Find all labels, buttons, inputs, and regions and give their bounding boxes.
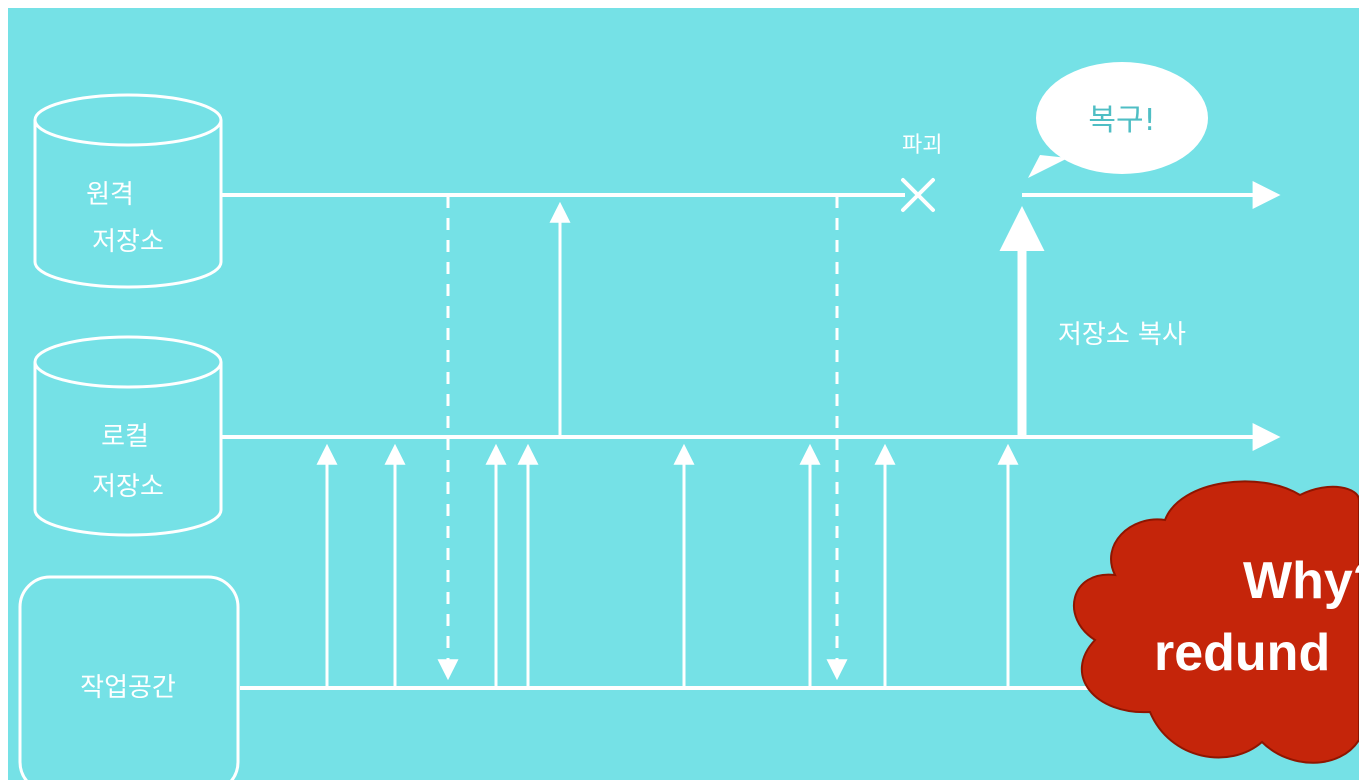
copy-repo-label: 저장소 복사	[1058, 320, 1186, 350]
workspace-label: 작업공간	[80, 673, 176, 703]
local-repository-label-1: 로컬	[101, 422, 149, 452]
remote-repository-label-2: 저장소	[92, 227, 164, 257]
restore-bubble-text: 복구!	[1088, 103, 1155, 138]
local-repository-label-2: 저장소	[92, 472, 164, 502]
cloud-text-line2: redund	[1154, 624, 1330, 682]
destroy-label: 파괴	[902, 133, 942, 158]
cloud-text-line1: Why?	[1243, 552, 1359, 610]
remote-repository-label-1: 원격	[86, 180, 134, 210]
